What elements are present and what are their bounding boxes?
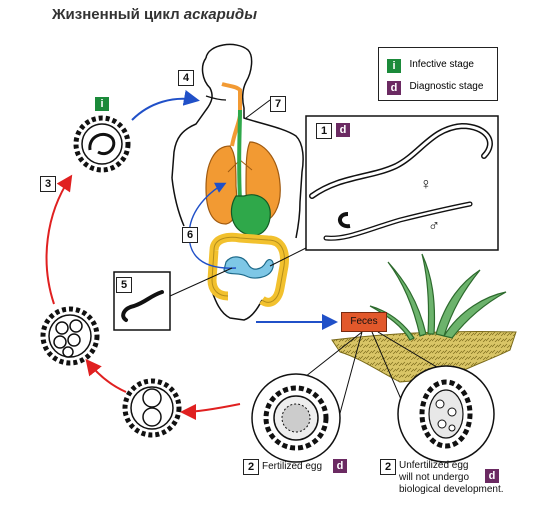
migration-arrow	[188, 182, 237, 269]
male-symbol: ♂	[428, 218, 440, 235]
egg-infective	[73, 115, 131, 173]
step-3-number: 3	[40, 176, 56, 192]
legend-diagnostic-row: d Diagnostic stage	[387, 78, 483, 96]
grass	[369, 253, 507, 341]
step-2-number-fertilized: 2	[243, 459, 259, 475]
page-title: Жизненный цикл аскариды	[52, 6, 257, 23]
infective-badge: i	[387, 59, 401, 73]
diagnostic-badge-adults: d	[336, 123, 350, 137]
esophagus	[237, 109, 242, 201]
title-main: Жизненный цикл	[52, 6, 180, 23]
step-4-number: 4	[178, 70, 194, 86]
egg-early-cleavage	[122, 378, 182, 438]
infective-stage-badge: i	[95, 97, 109, 111]
step-7-number: 7	[270, 96, 286, 112]
larva	[121, 290, 164, 322]
feces-box: Feces	[341, 312, 387, 332]
unfertilized-line-3: biological development.	[399, 484, 504, 495]
egg-embryonated	[40, 306, 100, 366]
stomach	[230, 194, 271, 236]
soil	[331, 330, 517, 383]
arrow-ingestion	[131, 89, 200, 121]
unfertilized-line-1: Unfertilized egg	[399, 460, 469, 471]
fertilized-egg-label: Fertilized egg	[262, 461, 323, 472]
legend: i Infective stage d Diagnostic stage	[378, 47, 498, 101]
pointer-7	[245, 99, 271, 119]
human-body	[171, 43, 304, 321]
diagnostic-badge: d	[387, 81, 401, 95]
arrow-to-embryonated	[85, 358, 127, 393]
fertilized-egg-large	[251, 373, 341, 463]
female-symbol: ♀	[420, 176, 432, 193]
unfertilized-egg-large	[397, 365, 495, 463]
step-5-number: 5	[116, 277, 132, 293]
title-italic: аскариды	[183, 6, 258, 23]
step-2-number-unfertilized: 2	[380, 459, 396, 475]
step-6-number: 6	[182, 227, 198, 243]
unfertilized-line-2: will not undergo	[399, 472, 470, 483]
legend-infective-label: Infective stage	[409, 59, 474, 70]
arrow-to-cleavage	[180, 403, 241, 420]
legend-diagnostic-label: Diagnostic stage	[409, 81, 484, 92]
diagnostic-badge-unfertilized: d	[485, 469, 499, 483]
arrow-to-infective	[45, 174, 73, 305]
trachea	[221, 82, 242, 147]
diagnostic-badge-fertilized: d	[333, 459, 347, 473]
legend-infective-row: i Infective stage	[387, 56, 474, 74]
step-1-number: 1	[316, 123, 332, 139]
small-intestine	[223, 256, 274, 279]
